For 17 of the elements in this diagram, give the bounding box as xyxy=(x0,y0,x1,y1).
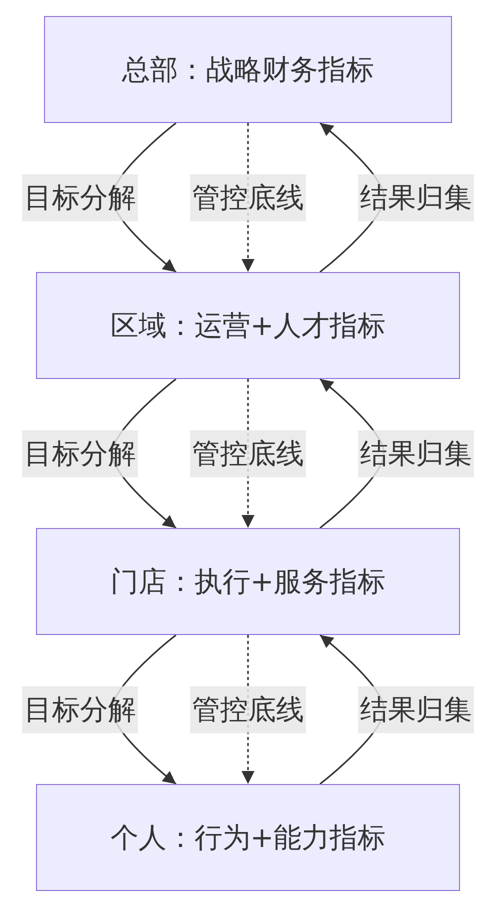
process-box xyxy=(36,528,460,635)
edge-label: 结果归集 xyxy=(358,430,474,478)
edge-label: 目标分解 xyxy=(22,686,138,734)
process-box xyxy=(36,272,460,379)
process-box xyxy=(44,16,452,123)
process-box xyxy=(36,784,460,891)
node-text: 区域：运营+人才指标 xyxy=(110,308,386,342)
edge-label: 结果归集 xyxy=(358,686,474,734)
edge-label: 结果归集 xyxy=(358,174,474,222)
node-text: 个人：行为+能力指标 xyxy=(110,820,386,854)
node-text: 总部：战略财务指标 xyxy=(122,52,374,86)
edge-label: 管控底线 xyxy=(190,430,306,478)
node-text: 门店：执行+服务指标 xyxy=(110,564,386,598)
edge-label: 目标分解 xyxy=(22,174,138,222)
edge-label: 管控底线 xyxy=(190,686,306,734)
edge-label: 目标分解 xyxy=(22,430,138,478)
edge-label: 管控底线 xyxy=(190,174,306,222)
